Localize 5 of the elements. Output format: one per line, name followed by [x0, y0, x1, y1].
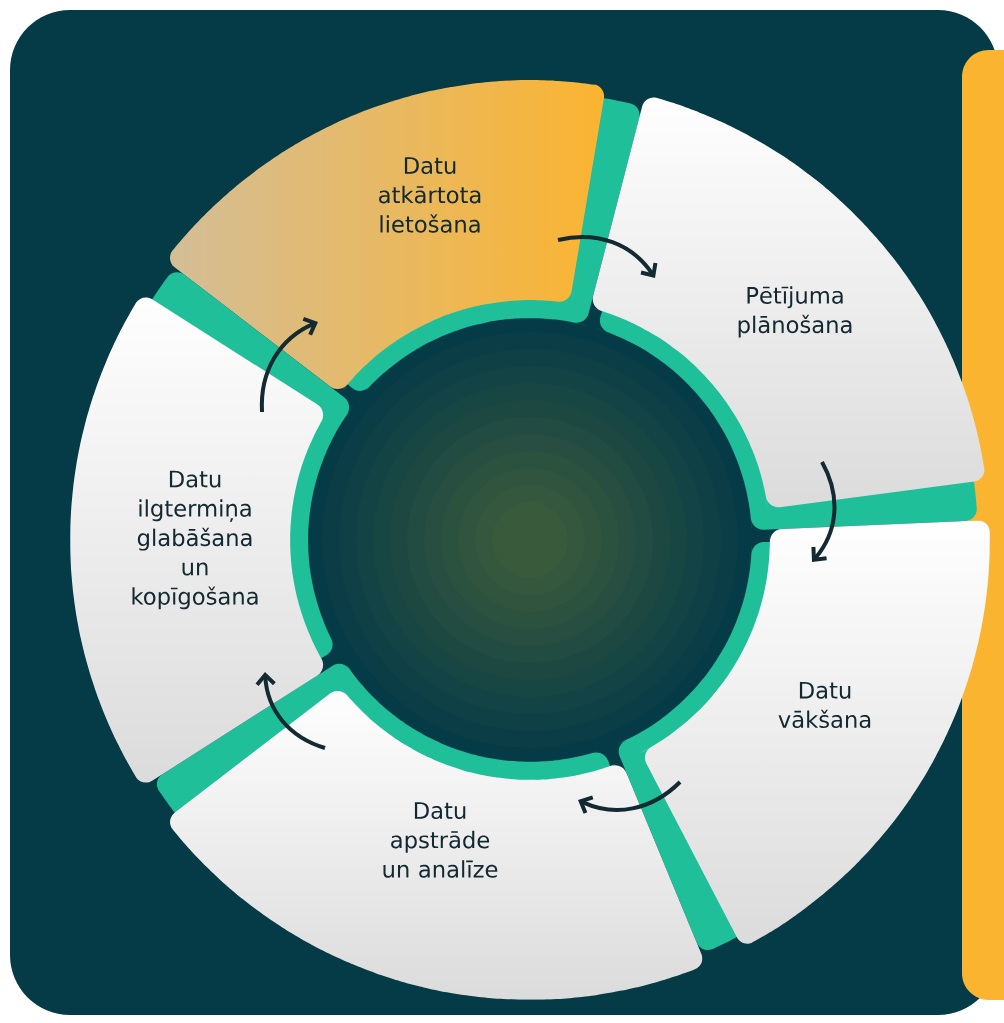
arrow: [578, 780, 682, 814]
arrow: [259, 316, 318, 412]
arrow: [557, 235, 658, 278]
arrow: [811, 461, 837, 562]
arrow: [255, 672, 326, 750]
